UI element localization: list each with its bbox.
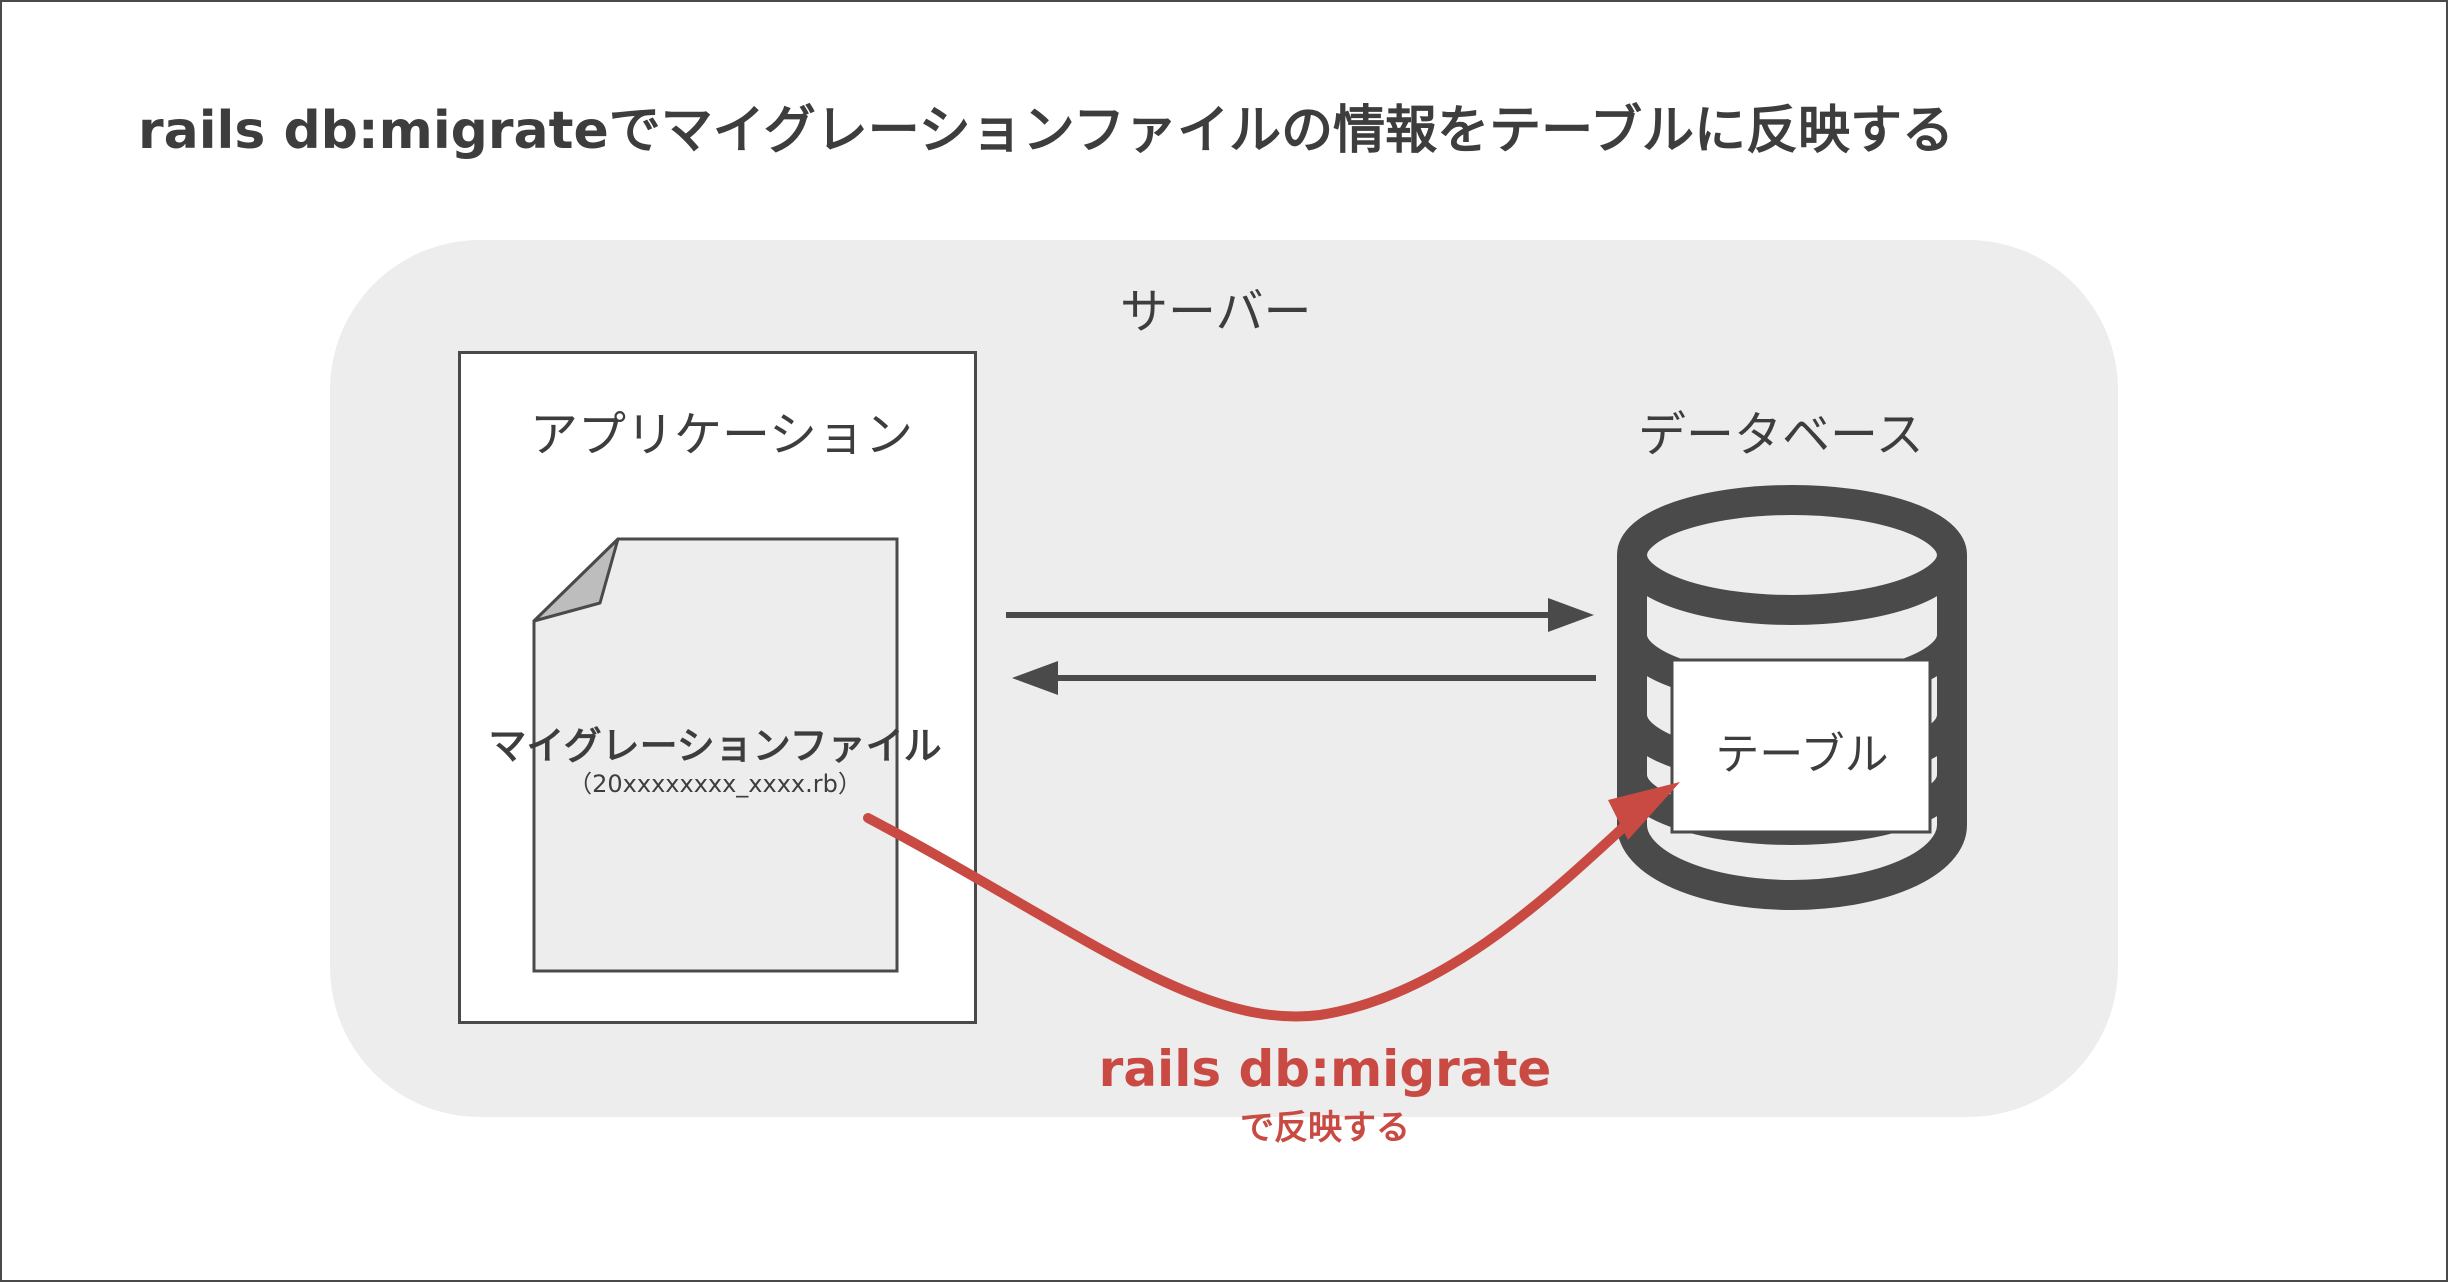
migrate-command-label: rails db:migrate [1098, 1040, 1552, 1098]
database-label: データベース [1638, 407, 1924, 463]
table-label: テーブル [1715, 729, 1889, 780]
application-label: アプリケーション [530, 407, 914, 463]
migrate-caption-label: で反映する [1240, 1108, 1410, 1148]
migration-file-name: （20xxxxxxxx_xxxx.rb） [568, 770, 862, 798]
page-title: rails db:migrateでマイグレーションファイルの情報をテーブルに反映… [138, 101, 1955, 161]
migration-file-title: マイグレーションファイル [488, 724, 942, 768]
server-label: サーバー [1120, 284, 1312, 340]
